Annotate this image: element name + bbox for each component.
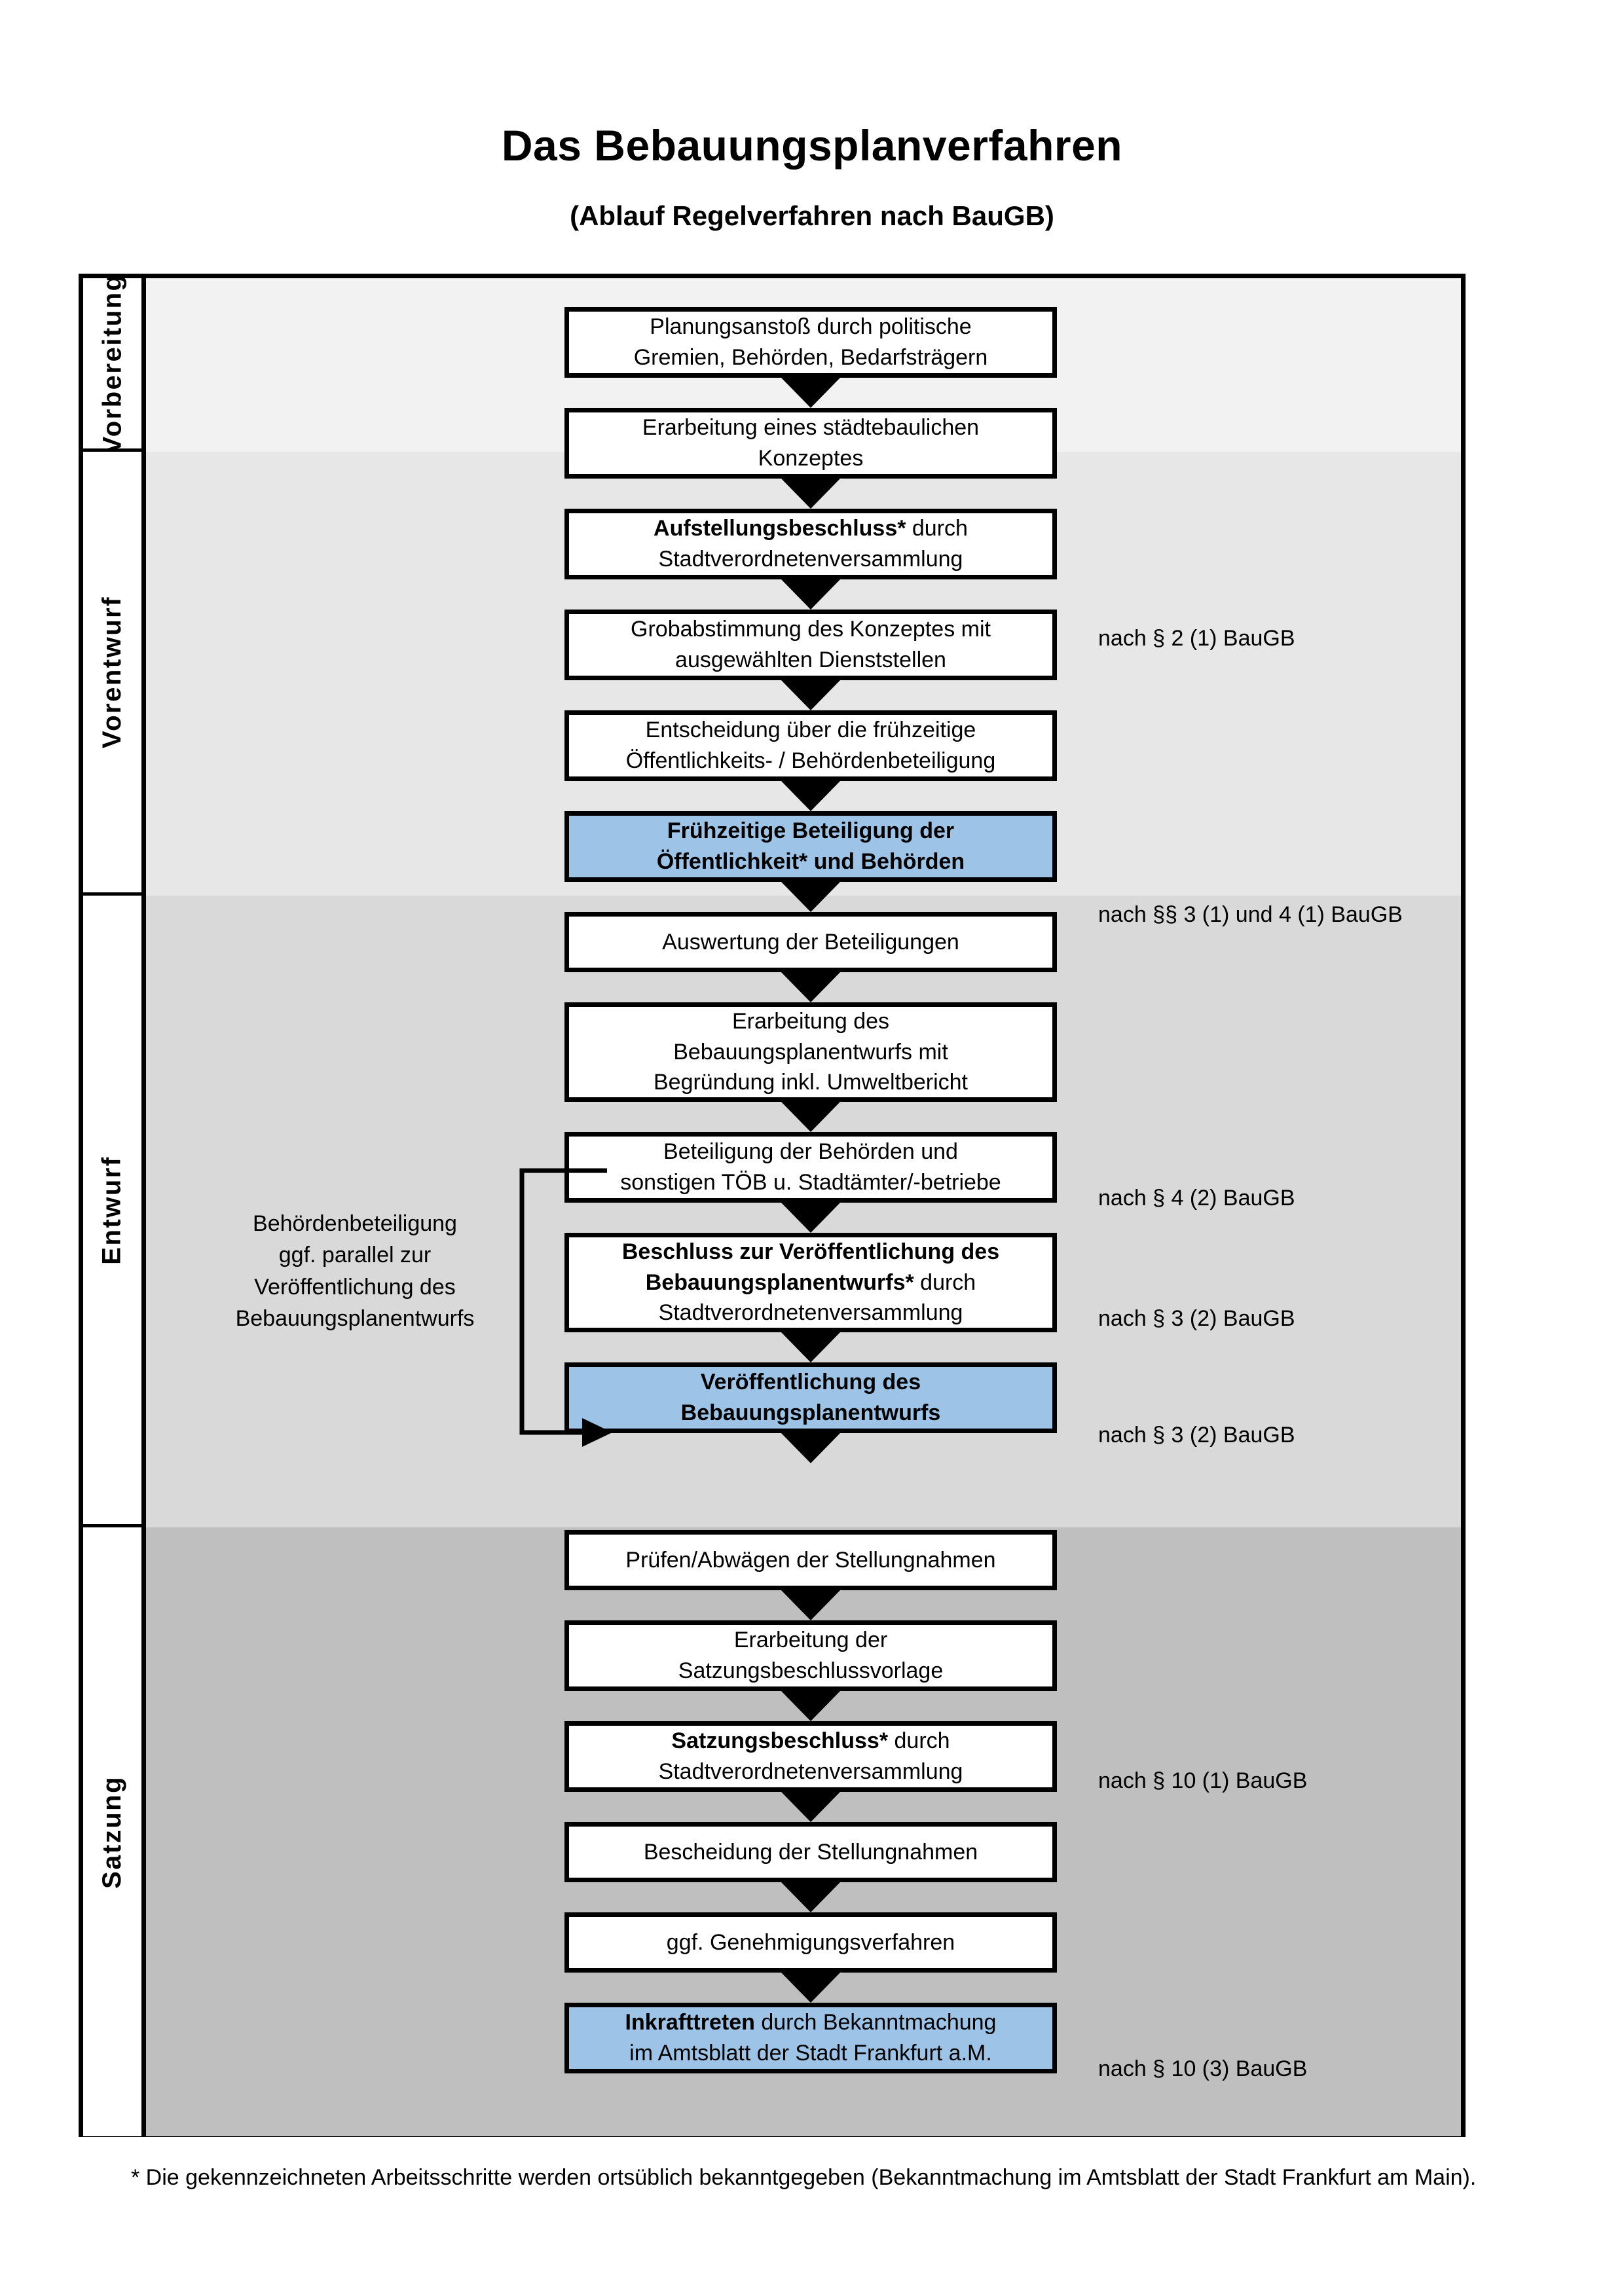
flow-arrow-16 [781, 1973, 840, 2003]
phase-label-entwurf: Entwurf [98, 1155, 126, 1265]
footnote-text: * Die gekennzeichneten Arbeitsschritte w… [131, 2165, 1477, 2190]
phase-label-satzung: Satzung [98, 1775, 127, 1889]
flow-arrow-11 [781, 1433, 840, 1463]
parallel-note-line-3: Veröffentlichung des [254, 1274, 456, 1300]
phase-label-column: Vorbereitung Vorentwurf Entwurf Satzung [83, 273, 146, 2136]
step-box-genehmigungsverfahren[interactable]: ggf. Genehmigungsverfahren [564, 1912, 1057, 1973]
parallel-note-line-1: Behördenbeteiligung [253, 1211, 457, 1236]
flow-arrow-12 [781, 1590, 840, 1620]
parallel-note-line-2: ggf. parallel zur [278, 1243, 432, 1268]
page-subtitle: (Ablauf Regelverfahren nach BauGB) [570, 200, 1054, 231]
flow-arrow-3 [781, 579, 840, 610]
flow-arrow-9 [781, 1203, 840, 1233]
flow-arrow-1 [781, 378, 840, 408]
process-diagram: Vorbereitung Vorentwurf Entwurf Satzung … [79, 273, 1466, 2137]
flow-arrow-7 [781, 972, 840, 1002]
phase-cell-vorbereitung: Vorbereitung [83, 273, 141, 454]
flow-arrow-8 [781, 1102, 840, 1132]
phase-cell-satzung: Satzung [83, 1527, 141, 2136]
step-box-bescheidung-stellungnahmen[interactable]: Bescheidung der Stellungnahmen [564, 1822, 1057, 1882]
flow-arrow-6 [781, 882, 840, 912]
step-text: Auswertung der Beteiligungen [662, 929, 959, 955]
legal-note-par10-1: nach § 10 (1) BauGB [1098, 1768, 1308, 1793]
phase-cell-vorentwurf: Vorentwurf [83, 452, 141, 896]
flow-arrow-2 [781, 479, 840, 509]
phase-label-vorentwurf: Vorentwurf [98, 595, 126, 749]
legal-note-par10-3: nach § 10 (3) BauGB [1098, 2056, 1308, 2081]
flow-arrow-13 [781, 1691, 840, 1721]
step-text: ggf. Genehmigungsverfahren [666, 1929, 955, 1955]
legal-note-par2: nach § 2 (1) BauGB [1098, 626, 1295, 651]
parallel-process-note: Behördenbeteiligung ggf. parallel zur Ve… [214, 1208, 496, 1334]
legal-note-par3-1-4-1: nach §§ 3 (1) und 4 (1) BauGB [1098, 902, 1403, 927]
legal-note-par3-2-veroeff: nach § 3 (2) BauGB [1098, 1423, 1295, 1448]
phase-cell-entwurf: Entwurf [83, 896, 141, 1527]
legal-note-par4-2: nach § 4 (2) BauGB [1098, 1186, 1295, 1211]
step-text: Bescheidung der Stellungnahmen [643, 1839, 978, 1865]
flow-arrow-14 [781, 1792, 840, 1822]
step-box-pruefen-abwaegen[interactable]: Prüfen/Abwägen der Stellungnahmen [564, 1530, 1057, 1590]
flow-arrow-10 [781, 1332, 840, 1362]
legal-note-par3-2-beschluss: nach § 3 (2) BauGB [1098, 1306, 1295, 1331]
step-text: Prüfen/Abwägen der Stellungnahmen [625, 1547, 996, 1573]
step-box-auswertung-beteiligungen[interactable]: Auswertung der Beteiligungen [564, 912, 1057, 972]
flow-arrow-5 [781, 781, 840, 811]
title-block: Das Bebauungsplanverfahren (Ablauf Regel… [0, 0, 1624, 231]
parallel-note-line-4: Bebauungsplanentwurfs [235, 1305, 475, 1331]
flow-arrow-4 [781, 680, 840, 710]
page-title: Das Bebauungsplanverfahren [501, 121, 1123, 170]
flow-arrow-15 [781, 1882, 840, 1912]
phase-label-vorbereitung: Vorbereitung [98, 273, 126, 454]
parallel-branch-connector [519, 1168, 612, 1447]
